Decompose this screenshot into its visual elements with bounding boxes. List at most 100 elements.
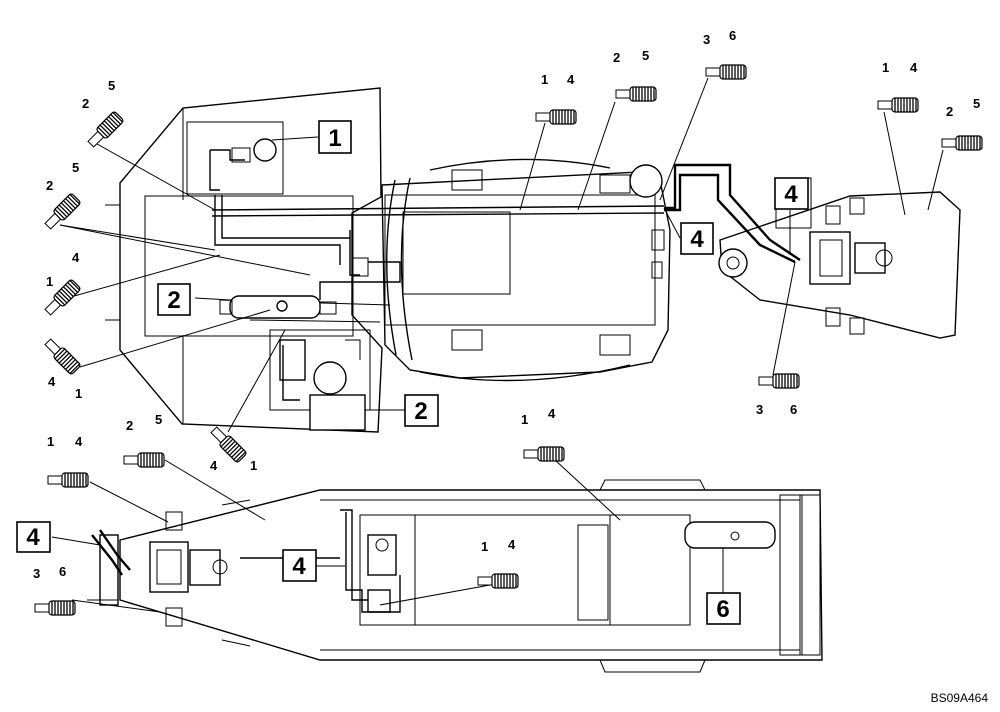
svg-text:4: 4 — [784, 181, 798, 208]
fitting-label: 1 — [47, 434, 54, 449]
fitting-label: 6 — [729, 28, 736, 43]
callout-4-center: 4 — [282, 549, 317, 582]
fitting-body — [705, 64, 747, 80]
fitting-thread-line — [112, 111, 124, 123]
fitting-body — [477, 573, 519, 589]
fitting-thread-line — [60, 202, 72, 214]
fitting-f2: 25 — [44, 160, 81, 230]
fitting-thread-line — [54, 208, 66, 220]
fitting-thread — [48, 600, 76, 616]
fitting-label: 4 — [548, 406, 556, 421]
fitting-thread-line — [60, 354, 72, 366]
fitting-label: 1 — [250, 458, 257, 473]
fitting-thread-line — [62, 200, 74, 212]
fitting-thread — [137, 452, 165, 468]
fitting-label: 2 — [82, 96, 89, 111]
fitting-thread-line — [228, 444, 240, 456]
svg-text:4: 4 — [690, 226, 704, 253]
fitting-thread-line — [67, 281, 79, 293]
fitting-thread-line — [101, 122, 113, 134]
fitting-label: 4 — [910, 60, 918, 75]
fitting-thread-line — [56, 292, 68, 304]
svg-text:2: 2 — [414, 398, 427, 425]
fitting-thread-line — [235, 451, 247, 463]
fitting-f1: 25 — [82, 78, 124, 148]
figure-reference: BS09A464 — [931, 691, 989, 705]
fitting-label: 3 — [703, 32, 710, 47]
fitting-thread — [96, 111, 124, 139]
fitting-stem — [705, 67, 721, 77]
fitting-label: 4 — [48, 374, 56, 389]
fitting-thread-line — [226, 442, 238, 454]
fitting-thread-line — [62, 356, 74, 368]
fitting-body — [87, 111, 124, 148]
fitting-thread — [955, 135, 983, 151]
fitting-label: 4 — [508, 537, 516, 552]
fitting-thread-line — [60, 288, 72, 300]
fitting-thread — [53, 193, 81, 221]
fitting-thread-line — [233, 449, 245, 461]
fitting-stem — [477, 576, 493, 586]
fitting-thread-line — [108, 116, 119, 127]
fitting-thread-line — [54, 294, 66, 306]
fitting-body — [47, 472, 89, 488]
fitting-label: 2 — [46, 178, 53, 193]
fitting-f9: 25 — [941, 96, 983, 151]
fitting-body — [523, 446, 565, 462]
fitting-stem — [523, 449, 539, 459]
fitting-body — [535, 109, 577, 125]
fitting-thread-line — [99, 124, 111, 136]
fitting-body — [877, 97, 919, 113]
fitting-stem — [47, 475, 63, 485]
fitting-label: 6 — [59, 564, 66, 579]
fitting-label: 1 — [541, 72, 548, 87]
fitting-thread-line — [65, 284, 76, 295]
fitting-label: 5 — [108, 78, 115, 93]
fitting-thread-line — [56, 350, 68, 362]
fitting-label: 5 — [155, 412, 162, 427]
fitting-thread-line — [220, 436, 232, 448]
fitting-thread-line — [58, 352, 70, 364]
fitting-thread-line — [103, 120, 115, 132]
fitting-label: 5 — [642, 48, 649, 63]
fitting-thread-line — [105, 118, 117, 130]
fitting-thread-line — [58, 204, 70, 216]
fitting-stem — [123, 455, 139, 465]
fitting-body — [44, 193, 81, 230]
fitting-label: 2 — [613, 50, 620, 65]
callout-4-rear: 4 — [16, 521, 51, 553]
fitting-thread — [772, 373, 800, 389]
fitting-label: 4 — [72, 250, 80, 265]
fitting-thread-line — [97, 126, 109, 138]
fitting-label: 6 — [790, 402, 797, 417]
fitting-thread-line — [67, 195, 79, 207]
fitting-body — [941, 135, 983, 151]
fitting-label: 1 — [882, 60, 889, 75]
fitting-body — [44, 338, 81, 375]
fitting-label: 4 — [75, 434, 83, 449]
fitting-stem — [615, 89, 631, 99]
fitting-thread — [53, 279, 81, 307]
svg-text:4: 4 — [26, 524, 40, 551]
callout-2-upper: 2 — [157, 283, 191, 316]
fitting-label: 1 — [521, 412, 528, 427]
fitting-thread — [719, 64, 747, 80]
fitting-body — [210, 426, 247, 463]
upper-machine-outline — [105, 87, 671, 433]
fitting-thread-line — [110, 113, 122, 125]
fitting-thread — [629, 86, 657, 102]
fitting-thread — [61, 472, 89, 488]
fitting-thread — [219, 435, 247, 463]
fitting-stem — [758, 376, 774, 386]
fitting-label: 1 — [46, 274, 53, 289]
fitting-thread-line — [67, 361, 79, 373]
fitting-stem — [535, 112, 551, 122]
fitting-thread — [891, 97, 919, 113]
